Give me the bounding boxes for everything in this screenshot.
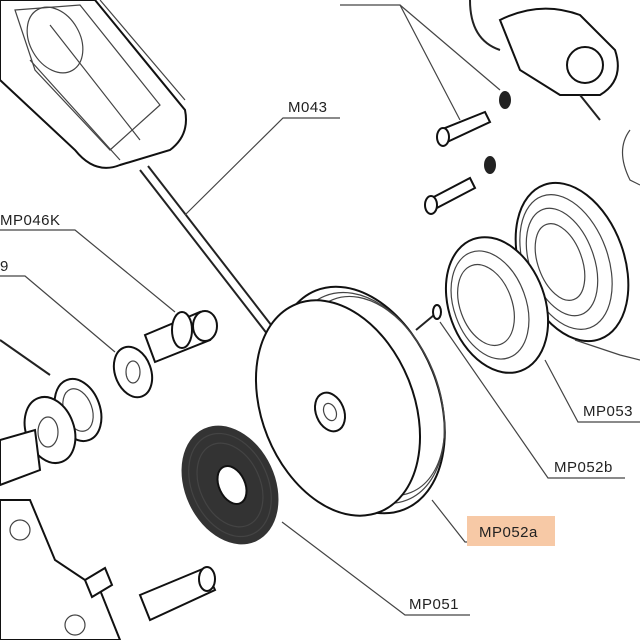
pulley-mp052a-part — [254, 285, 446, 517]
bracket-assembly-part — [0, 339, 217, 640]
leader-lines — [0, 4, 640, 616]
label-mp052a-highlight — [467, 516, 555, 546]
bolt-part — [424, 91, 511, 215]
label-mp046k: MP046K — [0, 212, 61, 229]
top-right-housing-part — [469, 0, 640, 186]
label-mp051: MP051 — [409, 596, 459, 613]
label-mp052b: MP052b — [554, 459, 613, 476]
cable-m043-part — [139, 165, 276, 336]
label-mp052a: MP052a — [479, 524, 538, 541]
axle-mp046k-part — [112, 310, 218, 399]
label-9: 9 — [0, 258, 9, 275]
pin-mp052b-part — [415, 304, 442, 331]
lever-arm-part — [0, 0, 187, 169]
spring-housing-mp053-part — [444, 181, 630, 374]
spiral-spring-mp051-part — [181, 425, 279, 545]
label-m043: M043 — [288, 99, 328, 116]
label-mp053: MP053 — [583, 403, 633, 420]
